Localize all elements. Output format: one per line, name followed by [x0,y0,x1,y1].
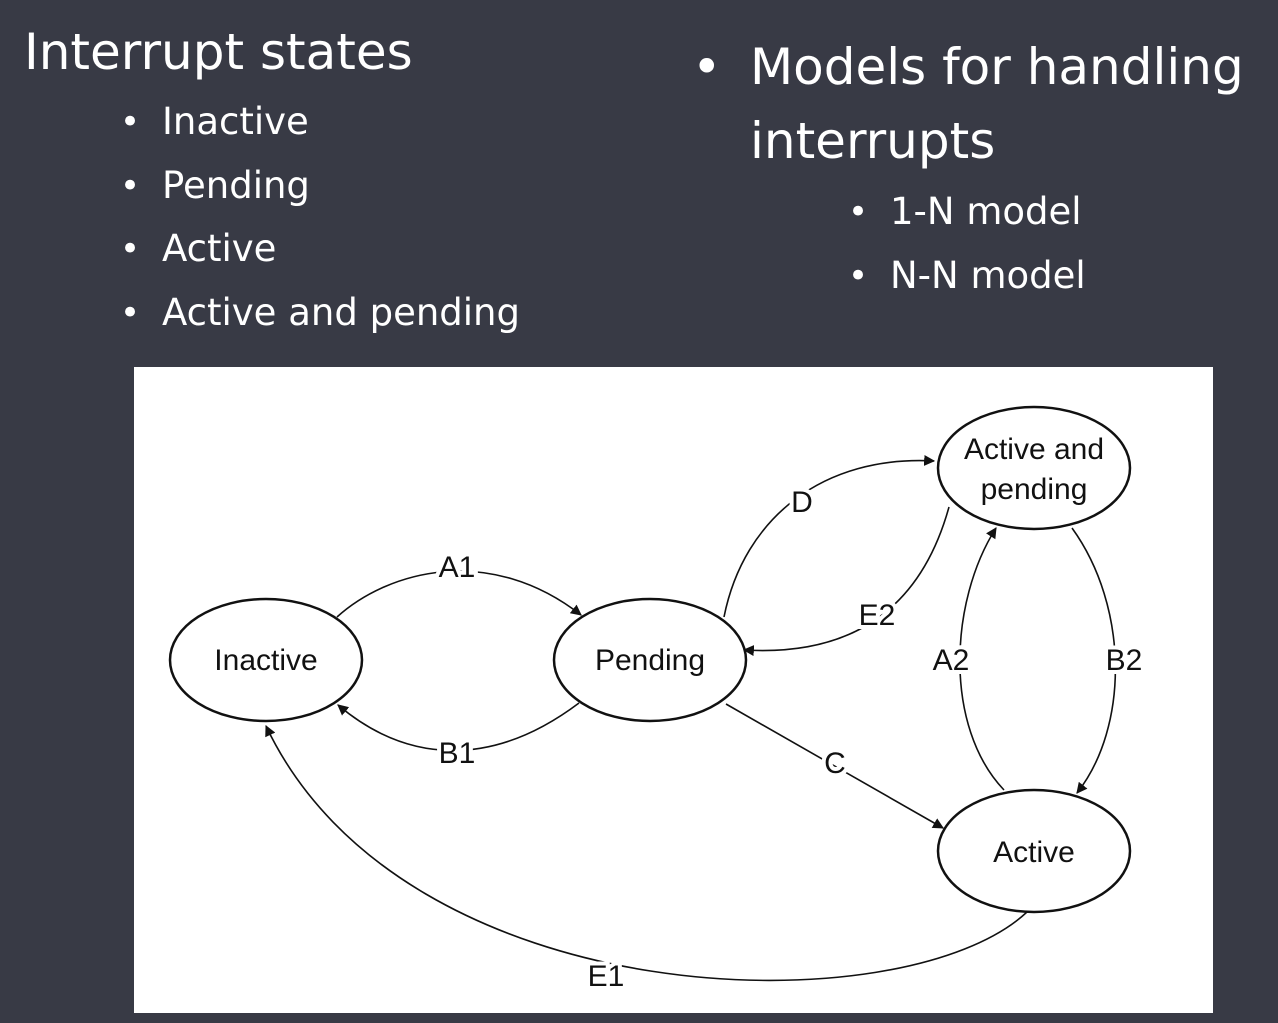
transition-b2-label: B2 [1106,644,1143,677]
transition-b1-label: B1 [439,737,476,770]
edge-c [725,703,944,829]
edge-e1 [265,725,1028,982]
transition-a1-label: A1 [439,551,476,584]
transition-e1-label: E1 [588,960,625,993]
edge-b1 [337,702,580,752]
state-active-label: Active [993,836,1075,869]
transition-c-label: C [824,747,846,780]
state-pending-node [552,597,748,723]
edge-e2 [742,506,950,657]
edge-a2 [959,527,1005,791]
bullet: • [692,38,722,96]
state-inactive-node [168,597,364,723]
state-pending-label: Pending [595,644,705,677]
interrupt-states-title: Interrupt states [24,23,413,81]
transition-a2-label: A2 [933,644,970,677]
state-diagram-svg: Inactive Pending Active and pending Acti… [168,405,1146,997]
transition-e2-label: E2 [859,599,896,632]
edge-d [723,454,936,618]
state-active-pending-node [936,405,1132,531]
state-inactive-label: Inactive [214,644,317,677]
list-item: Pending [120,165,520,230]
interrupt-states-list: Inactive Pending Active Active and pendi… [120,102,520,356]
edge-a1 [336,570,582,618]
list-item: 1-N model [848,192,1086,256]
models-title: Models for handling interrupts [750,38,1244,170]
models-list: 1-N model N-N model [848,192,1086,319]
state-active-pending-label-line1: Active and [964,433,1104,466]
state-diagram: Inactive Pending Active and pending Acti… [134,367,1213,1013]
models-heading: • Models for handling interrupts [692,30,1272,178]
state-active-node [936,788,1132,914]
edge-b2 [1071,527,1117,794]
list-item: Inactive [120,102,520,166]
state-active-pending-label-line2: pending [981,473,1088,506]
list-item: Active and pending [120,292,520,357]
list-item: Active [120,229,520,293]
list-item: N-N model [848,255,1086,320]
transition-d-label: D [791,486,813,519]
